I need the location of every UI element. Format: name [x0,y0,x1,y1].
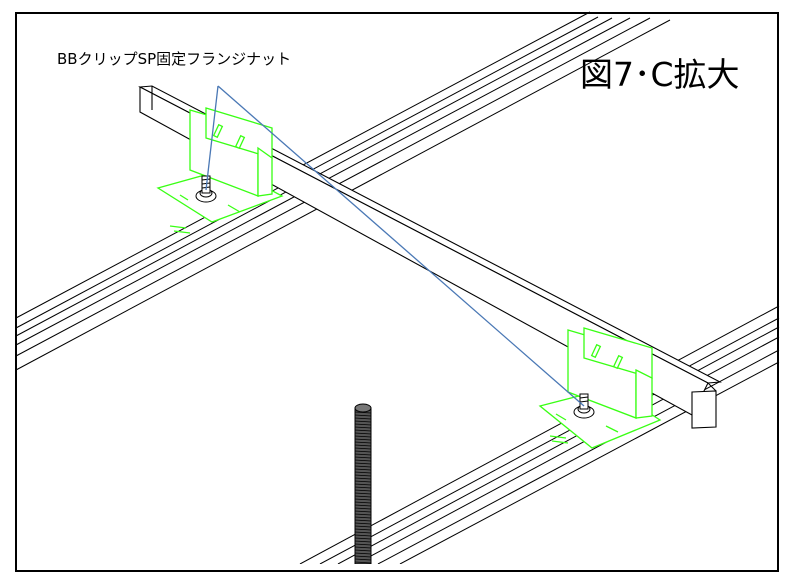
rail-green-marks [169,225,569,444]
left-clip-bracket [156,107,284,223]
square-tube [138,85,722,429]
callout-label: BBクリップSP固定フランジナット [57,50,292,68]
figure-title: 図7･C拡大 [580,55,740,94]
right-flange-nut [573,393,595,419]
callout-leader-lines [205,85,585,407]
drawing-border [15,12,779,572]
threaded-rod [354,403,372,565]
